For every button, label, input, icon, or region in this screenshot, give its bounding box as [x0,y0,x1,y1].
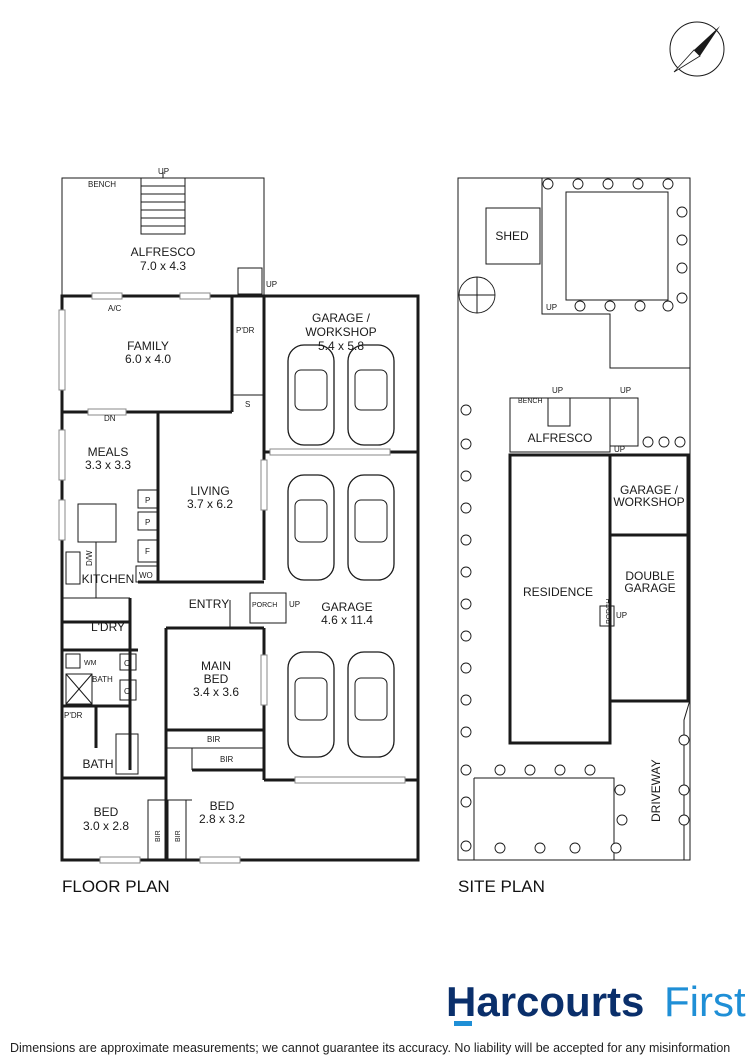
car-icon [287,474,335,581]
alfresco-stairs [140,172,186,235]
family-name: FAMILY [127,339,169,353]
garage-size: 4.6 x 11.4 [321,613,373,627]
bir-label: BIR [207,735,221,744]
up-label: UP [158,167,169,176]
bed2-name: BED [94,805,119,819]
kitchen-name: KITCHEN [82,572,135,586]
meals-name: MEALS [88,445,129,459]
tree-icon [458,276,496,314]
porch-label: PORCH [252,602,277,609]
garage-workshop-name2: WORKSHOP [305,325,376,339]
wo-label: WO [139,571,153,580]
bath-name: BATH [82,757,113,771]
up-label: UP [616,611,627,620]
bir-label: BIR [175,830,182,842]
bed3-name: BED [210,799,235,813]
alfresco-label: ALFRESCO [528,431,593,445]
site-plan: SHED UP UP UP BENCH ALFRESCO UP GARAGE /… [457,177,691,896]
bench-label: BENCH [518,398,543,405]
s-label: S [245,400,250,409]
car-icon [347,651,395,758]
site-plan-title: SITE PLAN [458,877,545,896]
shrub-icon [460,178,690,854]
meals-size: 3.3 x 3.3 [85,458,131,472]
porch-label: PORCH [606,599,613,624]
floor-plan: BENCH UP ALFRESCO 7.0 x 4.3 UP A/C FAMIL… [58,167,420,896]
garage-workshop-size: 5.4 x 5.8 [318,339,364,353]
bir-label: BIR [155,830,162,842]
dn-label: DN [104,414,116,423]
laundry-name: L'DRY [91,620,125,634]
north-arrow-icon [669,21,725,77]
bath-small-label: BATH [92,675,113,684]
fridge-label: F [145,547,150,556]
brand-name-light: First [664,978,746,1025]
double-garage-label1: DOUBLE [625,569,674,583]
up-label: UP [546,303,557,312]
shed-label: SHED [495,229,529,243]
car-icon [347,474,395,581]
brand-logo: Harcourts First [446,978,746,1026]
main-bed-name2: BED [204,672,229,686]
up-label: UP [620,386,631,395]
up-label: UP [552,386,563,395]
alfresco-size: 7.0 x 4.3 [140,259,186,273]
disclaimer-text: Dimensions are approximate measurements;… [10,1041,730,1055]
alfresco-name: ALFRESCO [131,245,196,259]
bed3-size: 2.8 x 3.2 [199,812,245,826]
garage-name: GARAGE [321,600,372,614]
bir-label: BIR [220,755,234,764]
pantry-label: P [145,518,150,527]
floor-plan-title: FLOOR PLAN [62,877,170,896]
car-icon [287,651,335,758]
bed2-size: 3.0 x 2.8 [83,819,129,833]
entry-name: ENTRY [189,597,229,611]
main-bed-size: 3.4 x 3.6 [193,685,239,699]
living-name: LIVING [190,484,229,498]
brand-name-bold: Harcourts [446,978,644,1025]
pdr-label: P'DR [236,326,255,335]
wm-label: WM [84,660,97,667]
cupboard-label: C [124,687,130,696]
cupboard-label: C [124,659,130,668]
family-size: 6.0 x 4.0 [125,352,171,366]
bench-label: BENCH [88,180,116,189]
car-icon [347,344,395,446]
dw-label: D/W [85,550,94,566]
ac-label: A/C [108,304,122,313]
double-garage-label2: GARAGE [624,581,675,595]
pantry-label: P [145,496,150,505]
main-bed-name1: MAIN [201,659,231,673]
up-label: UP [289,600,300,609]
site-garage-label2: WORKSHOP [613,495,684,509]
pdr-label: P'DR [64,711,83,720]
up-label: UP [614,445,625,454]
residence-label: RESIDENCE [523,585,593,599]
site-garage-label1: GARAGE / [620,483,679,497]
garage-workshop-name1: GARAGE / [312,311,371,325]
car-icon [287,344,335,446]
up-label: UP [266,280,277,289]
driveway-label: DRIVEWAY [649,759,663,822]
living-size: 3.7 x 6.2 [187,497,233,511]
